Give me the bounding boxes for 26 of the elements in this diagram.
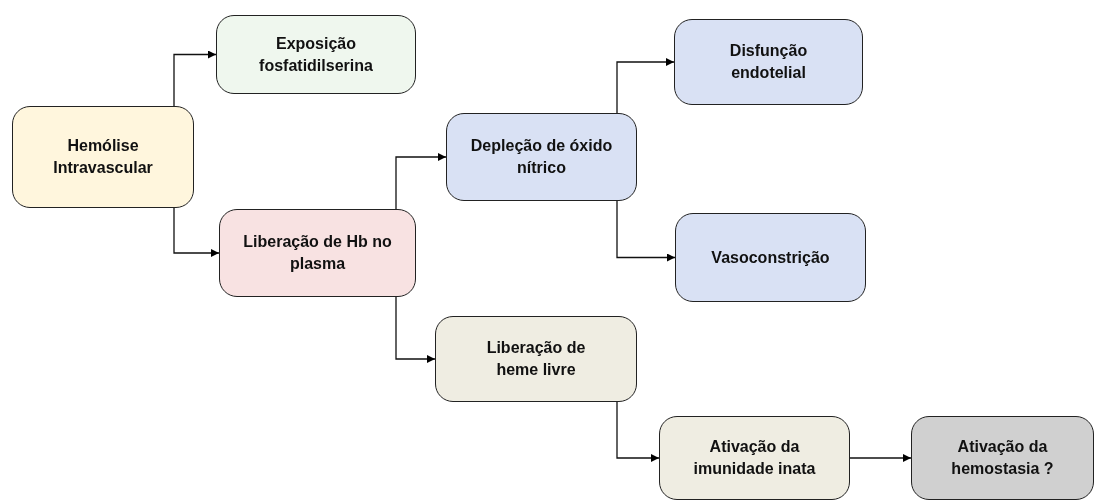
- process-box: [216, 15, 416, 94]
- process-box: [435, 316, 637, 402]
- box-label: Liberação de Hb no plasma: [242, 232, 393, 274]
- process-box: [219, 209, 416, 297]
- process-box: [675, 213, 866, 302]
- box-label: Vasoconstrição: [711, 247, 830, 268]
- arrow: [395, 153, 447, 210]
- process-box: [659, 416, 850, 500]
- process-box: [911, 416, 1094, 500]
- arrow: [395, 296, 436, 363]
- process-box: [446, 113, 637, 201]
- box-label: Liberação de heme livre: [485, 338, 587, 380]
- arrow: [616, 401, 660, 462]
- arrow: [173, 207, 220, 257]
- process-box: [12, 106, 194, 208]
- arrow: [616, 58, 675, 114]
- box-label: Depleção de óxido nítrico: [469, 136, 614, 178]
- box-label: Ativação da hemostasia ?: [950, 437, 1055, 479]
- box-label: Disfunção endotelial: [728, 41, 809, 83]
- arrow: [849, 454, 912, 462]
- arrow: [173, 50, 217, 107]
- process-box: [674, 19, 863, 105]
- box-label: Ativação da imunidade inata: [692, 437, 817, 479]
- box-label: Hemólise Intravascular: [52, 136, 154, 178]
- arrow: [616, 200, 676, 262]
- box-label: Exposição fosfatidilserina: [258, 33, 374, 76]
